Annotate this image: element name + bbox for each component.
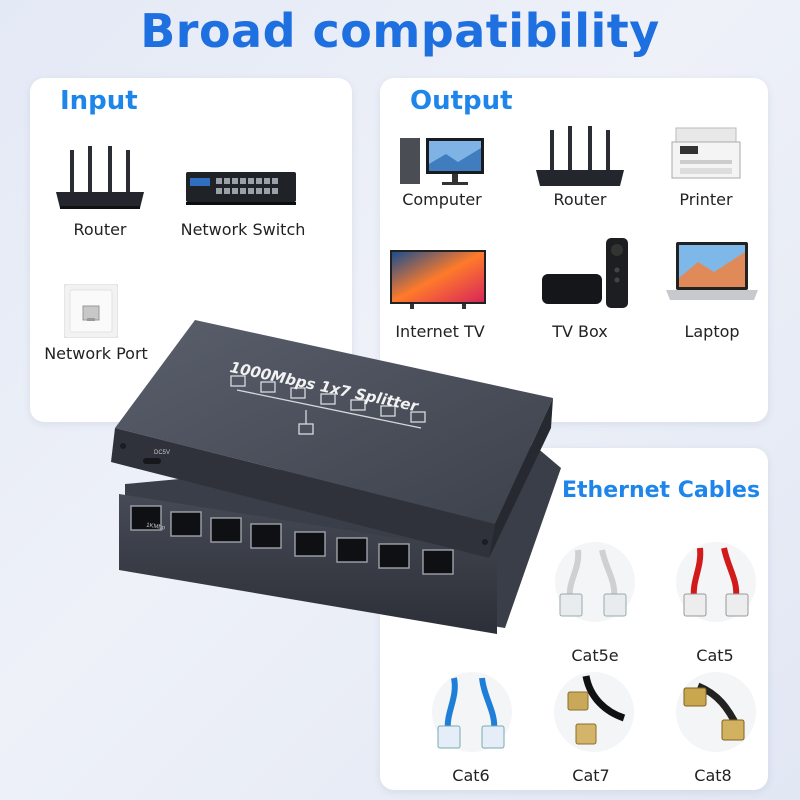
input-network-switch-label: Network Switch [180, 220, 306, 239]
router-icon [56, 146, 144, 209]
cat8-cable-icon [676, 672, 756, 752]
tv-icon [390, 250, 486, 309]
output-internet-tv-label: Internet TV [395, 322, 485, 341]
cat7-cable-icon [554, 672, 634, 752]
output-computer-label: Computer [402, 190, 482, 209]
output-laptop-label: Laptop [684, 322, 740, 341]
printer-icon [671, 127, 741, 179]
input-router-label: Router [73, 220, 127, 239]
output-tv-box-label: TV Box [552, 322, 608, 341]
input-network-port-label: Network Port [44, 344, 148, 363]
cat6-cable-icon [432, 672, 512, 752]
cat5e-cable-icon [555, 542, 635, 622]
output-printer-label: Printer [679, 190, 733, 209]
tv-box-icon [542, 238, 628, 308]
output-router-label: Router [553, 190, 607, 209]
router-icon [536, 126, 624, 186]
network-port-icon [64, 284, 118, 338]
cable-cat5-label: Cat5 [696, 646, 734, 665]
page-title: Broad compatibility [140, 4, 660, 58]
laptop-icon [666, 242, 758, 300]
cat5-cable-icon [676, 542, 756, 622]
cable-cat6-label: Cat6 [452, 766, 490, 785]
cables-heading: Ethernet Cables [562, 478, 761, 503]
cable-cat7-label: Cat7 [572, 766, 610, 785]
cable-cat8-label: Cat8 [694, 766, 732, 785]
dc-port-label: DC5V [154, 450, 171, 456]
network-switch-icon [186, 172, 296, 205]
computer-icon [400, 138, 484, 185]
output-heading: Output [410, 86, 513, 116]
output-panel: Output Computer Router Printer [380, 78, 768, 422]
splitter-device [111, 320, 561, 634]
cable-cat5e-label: Cat5e [571, 646, 619, 665]
input-heading: Input [60, 86, 138, 116]
